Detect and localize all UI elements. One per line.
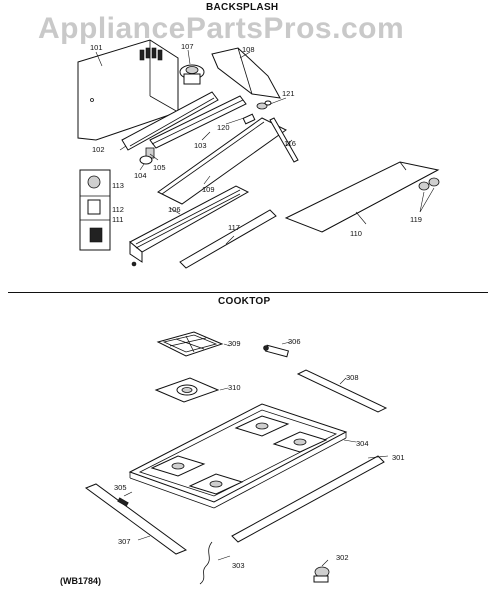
cooktop-leaders [123, 341, 389, 567]
part-104-socket [139, 155, 153, 165]
part-308-trim [296, 369, 388, 413]
part-109-lens [157, 117, 287, 205]
part-107-vent-housing [179, 64, 205, 85]
label-302: 302 [336, 553, 349, 562]
label-307: 307 [118, 537, 131, 546]
part-116-side-trim [269, 117, 299, 163]
watermark: AppliancePartsPros.com [38, 12, 405, 45]
label-308: 308 [346, 373, 359, 382]
part-307-front-trim [84, 483, 188, 555]
label-110: 110 [350, 229, 362, 238]
label-116: 116 [284, 139, 296, 148]
label-121: 121 [282, 89, 295, 98]
label-117: 117 [228, 223, 240, 232]
label-103: 103 [194, 141, 207, 150]
label-102: 102 [92, 145, 105, 154]
label-101: 101 [90, 43, 103, 52]
inset-clips-box [79, 169, 111, 251]
part-304-cooktop [128, 403, 348, 509]
backsplash-leaders [95, 49, 435, 245]
part-102-trim [121, 91, 219, 151]
part-310-burner-bowl [154, 377, 220, 403]
label-310: 310 [228, 383, 241, 392]
label-304: 304 [356, 439, 369, 448]
label-104: 104 [134, 171, 147, 180]
backsplash-title: BACKSPLASH [206, 2, 279, 13]
label-303: 303 [232, 561, 245, 570]
label-120: 120 [217, 123, 230, 132]
part-103-tube [149, 95, 247, 149]
label-301: 301 [392, 453, 405, 462]
label-119: 119 [410, 215, 422, 224]
part-121-lampholder [256, 100, 272, 110]
part-309-grate [156, 331, 224, 357]
part-301-rail [231, 455, 385, 543]
part-120-starter [242, 113, 256, 125]
label-305: 305 [114, 483, 127, 492]
section-divider [8, 292, 488, 293]
part-303-wire [199, 541, 213, 585]
label-111: 111 [112, 215, 123, 224]
part-306-ignitor [263, 344, 290, 358]
label-112: 112 [112, 205, 124, 214]
label-106: 106 [168, 205, 181, 214]
part-108-top-bracket [211, 47, 281, 99]
part-106-control-panel [129, 185, 250, 267]
label-306: 306 [288, 337, 301, 346]
label-309: 309 [228, 339, 241, 348]
label-113: 113 [112, 181, 124, 190]
part-110-shelf [284, 161, 440, 233]
label-108: 108 [242, 45, 255, 54]
label-109: 109 [202, 185, 215, 194]
part-302-valve [313, 566, 330, 583]
cooktop-title: COOKTOP [218, 296, 271, 307]
part-305-clip [117, 497, 129, 507]
diagram-code: (WB1784) [60, 576, 102, 586]
part-117-rod [179, 209, 277, 269]
part-119-knobs [418, 177, 440, 191]
label-105: 105 [153, 163, 166, 172]
label-107: 107 [181, 42, 194, 51]
